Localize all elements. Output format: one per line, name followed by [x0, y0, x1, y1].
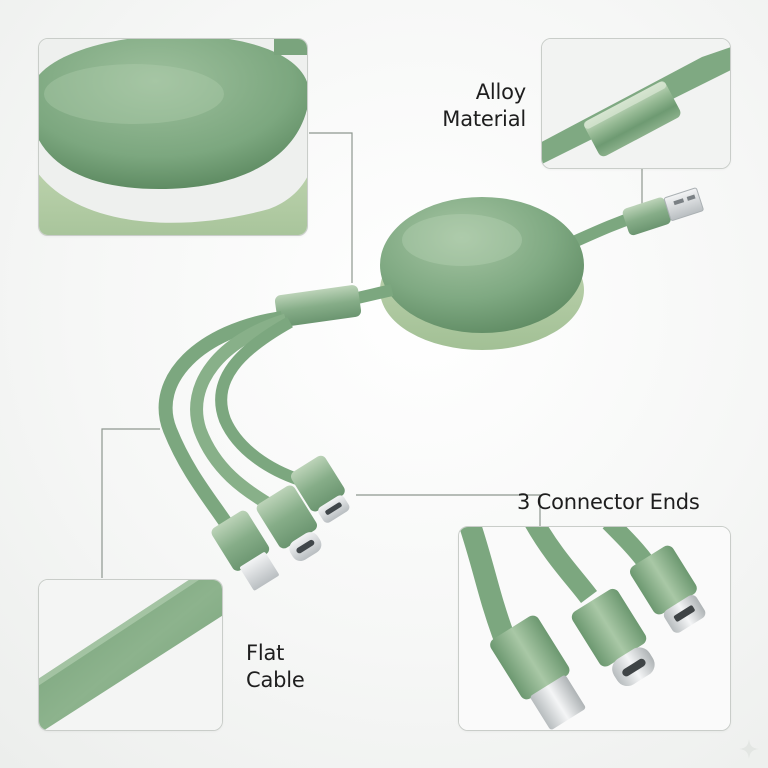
alloy-closeup-panel	[541, 38, 731, 169]
alloy-label-line2: Material	[442, 107, 526, 131]
flat-cable-closeup-panel	[38, 579, 223, 731]
alloy-material-label: Alloy Material	[428, 79, 526, 133]
sparkle-icon	[739, 739, 759, 759]
connectors-closeup-panel	[458, 526, 731, 731]
flat-label-line2: Cable	[246, 668, 305, 692]
housing-closeup-panel	[38, 38, 308, 236]
alloy-label-line1: Alloy	[475, 80, 527, 104]
flat-label-line1: Flat	[246, 641, 285, 665]
flat-cable-label: Flat Cable	[246, 640, 305, 694]
connector-ends-label: 3 Connector Ends	[517, 490, 700, 514]
